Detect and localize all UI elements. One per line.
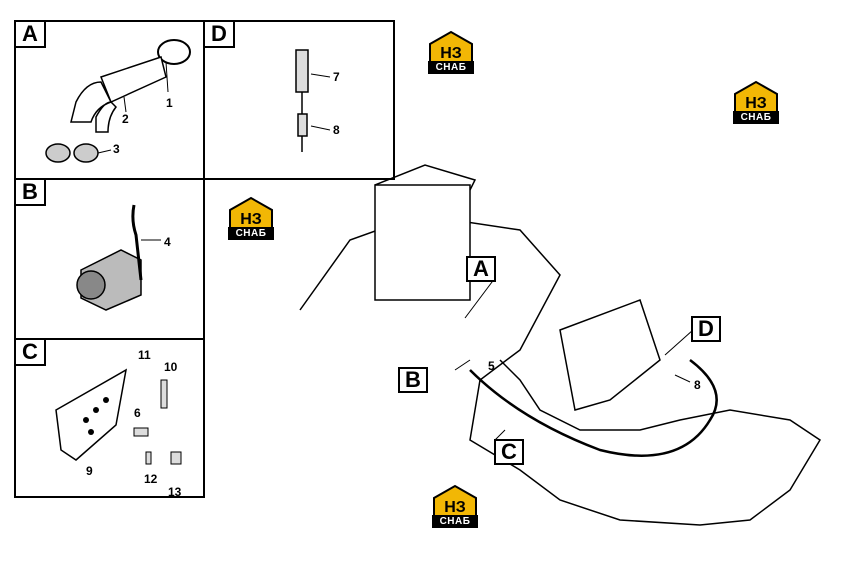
engine-block [374,184,471,301]
hose-part-2 [70,56,167,133]
bolt-part-10 [160,379,168,409]
panel-a-tag: A [16,21,46,48]
callout-d: D [691,316,721,342]
clamp-part-1 [157,39,191,65]
brand-logo: НЗ СНАБ [226,196,276,242]
house-icon: НЗ [229,196,273,229]
svg-text:НЗ: НЗ [444,499,466,516]
plate-part-9 [55,368,128,461]
fitting-drawing [295,49,331,152]
panel-c: C 11 10 6 9 12 13 [14,338,205,499]
machine-frame [299,214,822,526]
part-number: 4 [164,235,171,249]
svg-text:НЗ: НЗ [745,95,767,112]
pipe-part-4 [131,204,143,281]
brand-name: СНАБ [228,227,274,240]
part-number: 6 [134,406,141,420]
brand-name: СНАБ [428,61,474,74]
panel-c-tag: C [16,339,46,366]
plate-drawing [55,368,182,465]
part-number: 5 [488,359,495,373]
house-icon: НЗ [429,30,473,63]
part-number: 3 [113,142,120,156]
engine-top [374,164,477,191]
washer-part-12 [145,451,152,465]
part-number: 8 [333,123,340,137]
part-number: 12 [144,472,158,486]
part-number: 7 [333,70,340,84]
panel-b-tag: B [16,179,46,206]
svg-text:НЗ: НЗ [440,45,462,62]
brand-logo: НЗ СНАБ [731,80,781,126]
panel-d-tag: D [205,21,235,48]
part-number: 11 [138,348,151,362]
pump-drawing [76,204,161,311]
panel-b: B 4 [14,178,205,340]
clamp-part-3a [45,143,71,163]
spacer-part-6 [133,427,149,437]
nut-part-13 [170,451,182,465]
part-number: 13 [168,485,182,499]
callout-a: A [466,256,496,282]
part-number: 10 [164,360,178,374]
brand-name: СНАБ [733,111,779,124]
brand-logo: НЗ СНАБ [426,30,476,76]
hose-clamp-drawing [45,39,191,163]
callout-c: C [494,439,524,465]
brand-logo: НЗ СНАБ [430,484,480,530]
part-number: 8 [694,378,701,392]
part-number: 2 [122,112,129,126]
control-valve-block [559,299,661,411]
house-icon: НЗ [734,80,778,113]
panel-a: A 1 2 3 [14,20,205,180]
svg-text:НЗ: НЗ [240,211,262,228]
brand-name: СНАБ [432,515,478,528]
hydraulic-line [469,359,718,457]
part-number: 9 [86,464,93,478]
house-icon: НЗ [433,484,477,517]
panel-d: D 7 8 [203,20,395,180]
part-number: 1 [166,96,173,110]
callout-b: B [398,367,428,393]
